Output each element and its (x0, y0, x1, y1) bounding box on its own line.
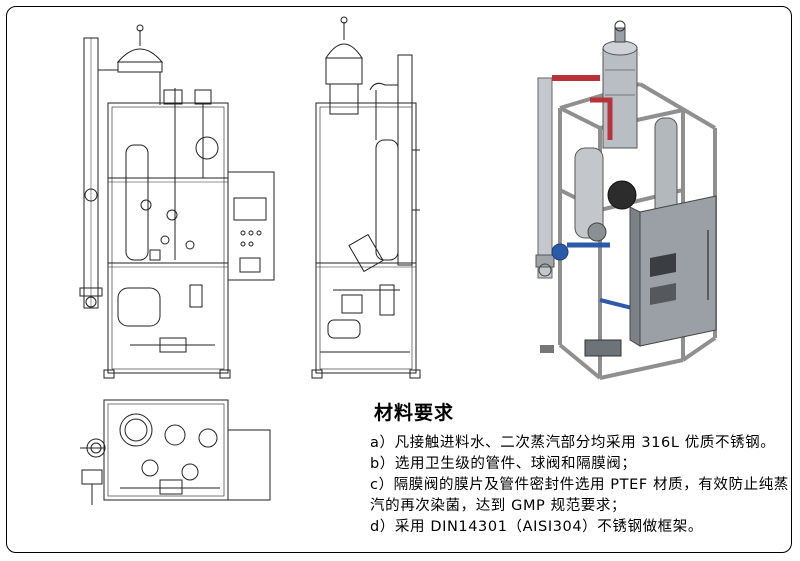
front-elevation-view (79, 24, 275, 379)
material-requirements: 材料要求 a）凡接触进料水、二次蒸汽部分均采用 316L 优质不锈钢。 b）选用… (370, 398, 790, 538)
front-control-cabinet (227, 171, 275, 281)
side-elevation-view (311, 16, 421, 379)
requirement-item-b: b）选用卫生级的管件、球阀和隔膜阀； (370, 456, 637, 472)
plan-control-cabinet (227, 429, 271, 501)
plan-view (80, 399, 271, 505)
requirements-title: 材料要求 (374, 402, 455, 424)
side-frame (315, 102, 417, 374)
plan-frame (103, 399, 229, 501)
requirement-item-a: a）凡接触进料水、二次蒸汽部分均采用 316L 优质不锈钢。 (370, 435, 776, 451)
requirement-item-d: d）采用 DIN14301（AISI304）不锈钢做框架。 (370, 519, 703, 535)
requirement-item-c: c）隔膜阀的膜片及管件密封件选用 PTEF 材质，有效防止纯蒸汽的再次染菌，达到… (370, 477, 789, 514)
isometric-3d-view (535, 20, 717, 380)
